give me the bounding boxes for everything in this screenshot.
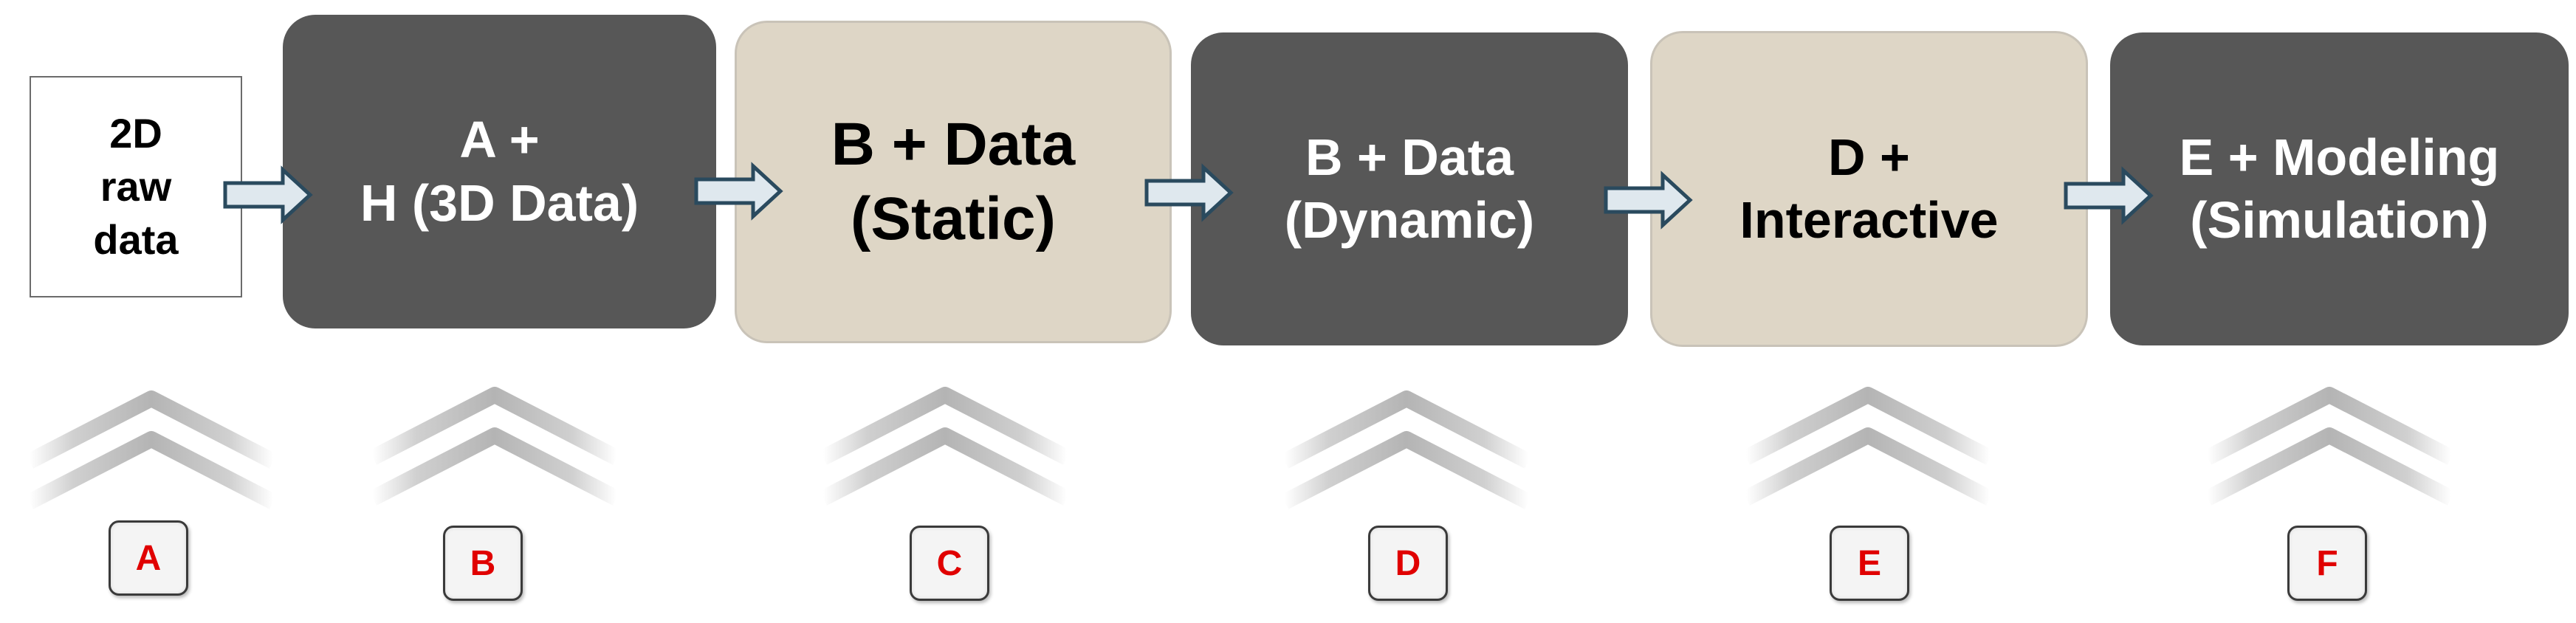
right-arrow-icon — [694, 162, 783, 221]
stage-box-c: B + Data (Static) — [735, 21, 1172, 343]
stage-badge-a: A — [109, 520, 188, 596]
right-arrow-icon — [694, 162, 783, 221]
stage-label-line: A + — [459, 111, 540, 169]
stage-box-raw-data: 2D raw data — [30, 76, 242, 297]
double-chevron-up-icon — [823, 395, 1067, 498]
right-arrow-icon — [2064, 166, 2154, 225]
stage-label-line: Interactive — [1739, 191, 1999, 249]
stage-badge-c: C — [910, 526, 989, 601]
stage-label-line: B + Data — [1305, 128, 1514, 186]
stage-label-line: (Simulation) — [2190, 191, 2489, 249]
right-arrow-icon — [1604, 171, 1693, 230]
right-arrow-icon — [223, 165, 313, 224]
stage-label-line: (Static) — [851, 185, 1056, 252]
stage-label-line: E + Modeling — [2179, 128, 2500, 186]
stage-label-line: H (3D Data) — [360, 173, 639, 232]
stage-label-line: data — [93, 216, 179, 263]
right-arrow-icon — [223, 165, 313, 224]
stage-label-line: 2D — [109, 110, 162, 157]
stage-badge-f: F — [2287, 526, 2367, 601]
stage-box-e: D + Interactive — [1650, 31, 2088, 347]
stage-label-line: B + Data — [831, 111, 1076, 179]
double-chevron-up-icon — [2208, 395, 2451, 498]
double-chevron-up-icon — [373, 395, 616, 498]
double-chevron-up-icon — [1746, 395, 1990, 498]
stage-box-b: A + H (3D Data) — [283, 15, 716, 328]
double-chevron-up-icon — [30, 399, 273, 502]
right-arrow-icon — [1144, 163, 1234, 222]
right-arrow-icon — [1144, 163, 1234, 222]
double-chevron-up-icon — [1285, 399, 1528, 502]
stage-box-f: E + Modeling (Simulation) — [2110, 32, 2569, 345]
right-arrow-icon — [1604, 171, 1693, 230]
right-arrow-icon — [2064, 166, 2154, 225]
stage-label-line: (Dynamic) — [1284, 191, 1535, 249]
stage-badge-b: B — [443, 526, 523, 601]
stage-label-line: raw — [100, 163, 172, 210]
stage-box-d: B + Data (Dynamic) — [1191, 32, 1628, 345]
stage-label-line: D + — [1828, 128, 1910, 186]
stage-badge-e: E — [1830, 526, 1909, 601]
stage-badge-d: D — [1368, 526, 1448, 601]
